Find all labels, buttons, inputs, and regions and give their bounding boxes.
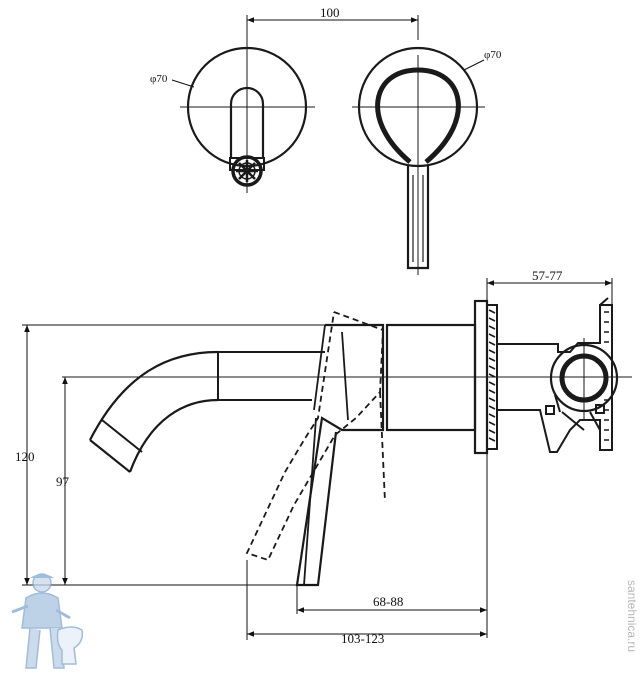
side-view — [89, 297, 619, 587]
dim-top-spacing-label: 100 — [320, 5, 340, 20]
dim-spout-reach: 103-123 — [246, 560, 487, 646]
dim-body-depth-label: 57-77 — [532, 268, 563, 283]
top-view — [186, 46, 479, 270]
dim-top-spacing: 100 — [247, 5, 418, 23]
lever-closed — [295, 323, 385, 587]
watermark: santehnica.ru — [625, 580, 639, 652]
dim-left-diameter: φ70 — [150, 73, 195, 88]
side-centerlines — [62, 338, 632, 420]
dim-right-diameter-label: φ70 — [484, 49, 502, 61]
dim-spout-height: 97 — [56, 377, 70, 585]
concealed-box — [497, 297, 619, 453]
dim-spout-height-label: 97 — [56, 474, 70, 489]
top-centerlines — [180, 15, 485, 275]
watermark-text: santehnica.ru — [625, 580, 639, 652]
dim-overall-height: 120 — [15, 324, 325, 586]
dim-right-diameter: φ70 — [463, 49, 502, 71]
lever-open-dashed — [245, 311, 386, 562]
dim-left-diameter-label: φ70 — [150, 73, 168, 85]
spout — [89, 350, 325, 473]
dim-handle-reach: 68-88 — [296, 453, 488, 638]
dim-spout-reach-label: 103-123 — [341, 631, 384, 646]
dim-body-depth: 57-77 — [486, 268, 613, 304]
plumber-mascot-icon — [11, 573, 84, 669]
dim-overall-height-label: 120 — [15, 449, 35, 464]
dim-handle-reach-label: 68-88 — [373, 594, 403, 609]
